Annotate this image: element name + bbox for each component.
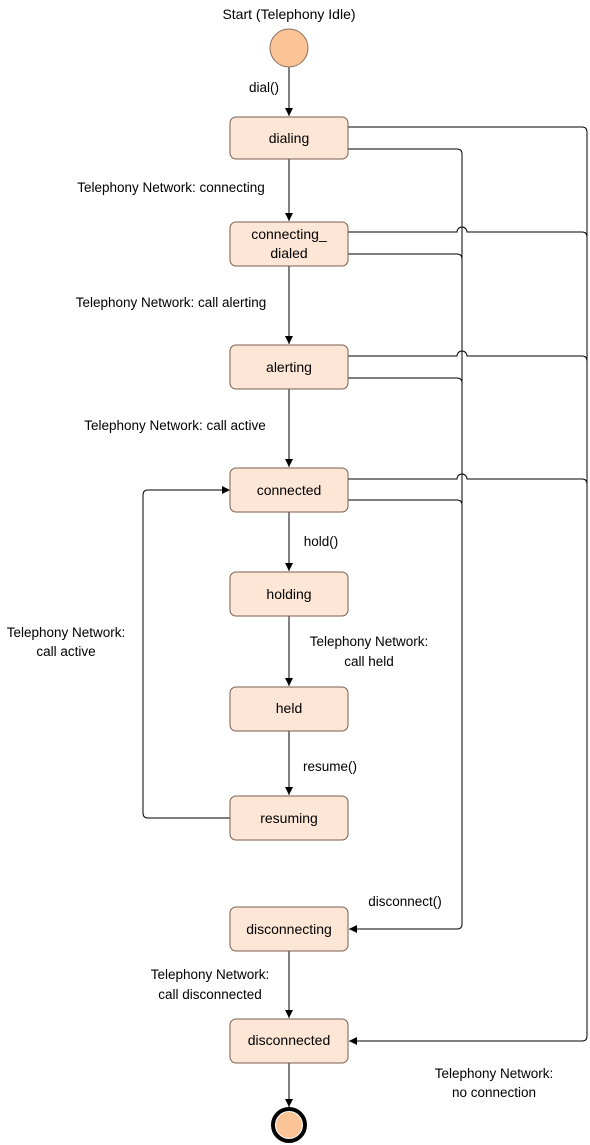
state-disconnecting-label: disconnecting — [246, 921, 332, 937]
state-resuming: resuming — [229, 795, 349, 841]
label-dial: dial() — [249, 80, 279, 95]
state-holding: holding — [229, 571, 349, 617]
state-held-label: held — [276, 700, 302, 716]
label-disconnect: disconnect() — [368, 894, 442, 909]
state-connecting-dialed-label-1: connecting_ — [251, 226, 327, 242]
state-dialing-label: dialing — [269, 130, 309, 146]
label-resume-active-1: Telephony Network: — [7, 625, 126, 640]
label-net-no-connection-1: Telephony Network: — [435, 1066, 554, 1081]
label-net-no-connection-2: no connection — [452, 1085, 536, 1100]
state-dialing: dialing — [229, 116, 349, 160]
label-net-call-held-2: call held — [344, 654, 394, 669]
state-alerting: alerting — [229, 344, 349, 390]
edge-alerting-to-disconnecting — [348, 377, 463, 384]
state-alerting-label: alerting — [266, 359, 312, 375]
start-node — [269, 28, 309, 68]
state-connecting-dialed-label-2: dialed — [270, 245, 307, 261]
label-hold: hold() — [304, 534, 339, 549]
edges — [142, 67, 588, 1107]
label-resume: resume() — [303, 759, 357, 774]
state-disconnecting: disconnecting — [229, 906, 349, 952]
label-net-call-disconnected-1: Telephony Network: — [151, 967, 270, 982]
label-net-call-alerting: Telephony Network: call alerting — [76, 295, 267, 310]
edge-alerting-to-disconnected — [348, 350, 588, 362]
state-resuming-label: resuming — [260, 810, 318, 826]
state-disconnected-label: disconnected — [248, 1032, 331, 1048]
label-net-call-held-1: Telephony Network: — [310, 634, 429, 649]
edge-connected-to-disconnected — [348, 473, 588, 485]
label-net-connecting: Telephony Network: connecting — [77, 180, 265, 195]
edge-dialing-to-disconnecting-bus — [348, 148, 463, 933]
label-resume-active-2: call active — [36, 644, 95, 659]
state-disconnected: disconnected — [229, 1018, 349, 1064]
edge-connected-to-disconnecting — [348, 499, 463, 506]
state-connected: connected — [229, 467, 349, 513]
label-net-call-active: Telephony Network: call active — [84, 418, 266, 433]
label-net-call-disconnected-2: call disconnected — [158, 987, 262, 1002]
state-holding-label: holding — [266, 586, 311, 602]
start-label: Start (Telephony Idle) — [222, 6, 355, 22]
state-connecting-dialed: connecting_ dialed — [229, 221, 349, 267]
edge-resuming-to-connected — [142, 486, 230, 819]
state-connected-label: connected — [257, 482, 322, 498]
state-held: held — [229, 686, 349, 732]
edge-connecting-to-disconnecting — [348, 253, 463, 260]
transition-labels: dial() Telephony Network: connecting Tel… — [7, 80, 554, 1100]
edge-dialing-to-disconnected-bus — [348, 126, 588, 1045]
end-node — [271, 1107, 307, 1143]
edge-connecting-to-disconnected — [348, 226, 588, 238]
